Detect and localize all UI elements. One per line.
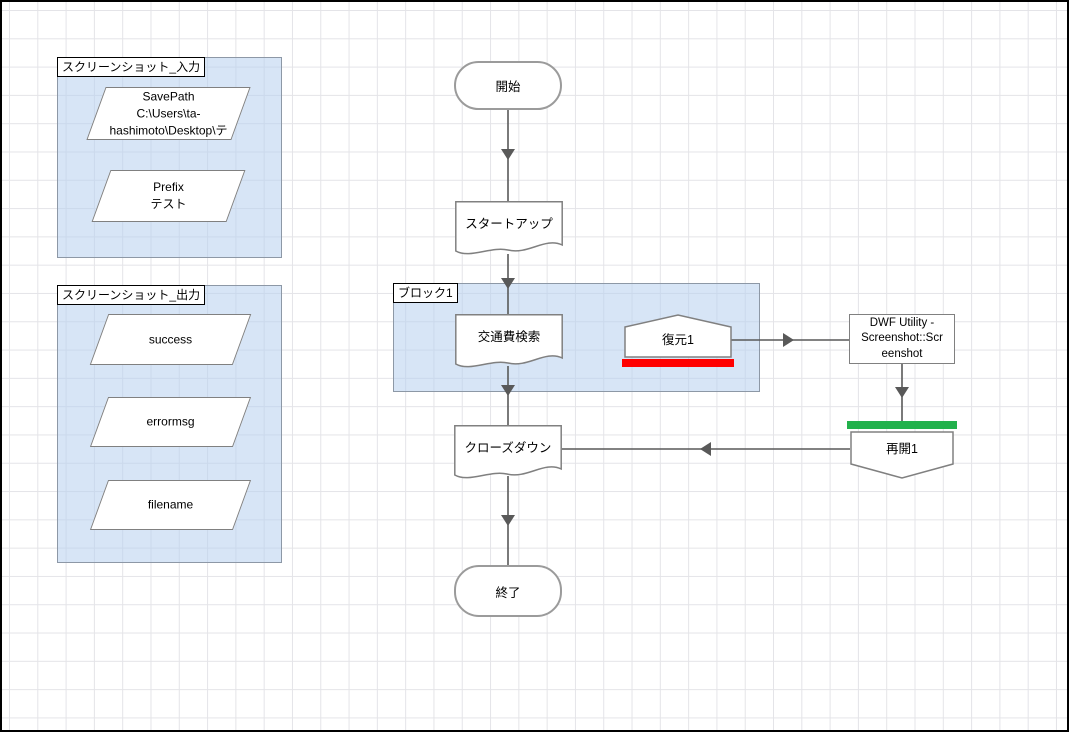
node-end-label: 終了 [495,585,521,600]
node-startup-label: スタートアップ [465,217,553,231]
node-search-label: 交通費検索 [477,330,541,344]
data-node-success[interactable]: success [89,314,252,365]
node-restore[interactable]: 復元1 [622,313,734,369]
arrowhead-down-icon [895,387,909,398]
data-node-prefix[interactable]: Prefix テスト [91,170,246,222]
arrowhead-left-icon [700,442,711,456]
data-node-success-label: success [149,331,192,348]
node-resume-label: 再開1 [886,442,918,456]
arrowhead-right-icon [783,333,794,347]
group-label-screenshot-input[interactable]: スクリーンショット_入力 [57,57,206,77]
node-start[interactable]: 開始 [454,61,562,110]
data-node-prefix-label: Prefix テスト [150,179,186,213]
dwf-line3: eenshot [881,347,923,360]
savepath-line2: C:\Users\ta- [136,106,201,120]
restore-point-shape [624,314,732,358]
node-search[interactable]: 交通費検索 [455,314,563,373]
resume-green-bar [847,421,957,429]
success-line1: success [148,332,193,346]
node-dwf-utility[interactable]: DWF Utility - Screenshot::Scr eenshot [849,314,955,364]
node-end[interactable]: 終了 [454,565,562,617]
dwf-line2: Screenshot::Scr [861,332,943,345]
data-node-filename[interactable]: filename [89,480,252,530]
arrowhead-down-icon [501,385,515,396]
group-label-block1[interactable]: ブロック1 [393,283,458,303]
node-closedown[interactable]: クローズダウン [454,425,562,484]
errormsg-line1: errormsg [146,414,195,429]
prefix-line2: テスト [150,197,187,211]
savepath-line1: SavePath [142,89,195,103]
node-resume[interactable]: 再開1 [847,419,957,481]
filename-line1: filename [147,497,194,512]
data-node-filename-label: filename [148,497,193,514]
data-node-savepath-label: SavePath C:\Users\ta- hashimoto\Desktop\… [109,88,227,139]
data-node-savepath[interactable]: SavePath C:\Users\ta- hashimoto\Desktop\… [86,87,251,140]
document-shape [455,201,563,255]
prefix-line1: Prefix [153,180,184,194]
arrowhead-down-icon [501,278,515,289]
group-label-screenshot-output[interactable]: スクリーンショット_出力 [57,285,206,305]
restore-red-bar [622,359,734,367]
arrowhead-down-icon [501,515,515,526]
savepath-line3: hashimoto\Desktop\テ [109,123,228,137]
arrowhead-down-icon [501,149,515,160]
document-shape [454,425,562,479]
data-node-errormsg[interactable]: errormsg [89,397,252,447]
dwf-line1: DWF Utility - [869,316,935,329]
node-closedown-label: クローズダウン [464,441,552,455]
node-restore-label: 復元1 [662,333,694,347]
data-node-errormsg-label: errormsg [146,414,194,431]
document-shape [455,314,563,368]
node-startup[interactable]: スタートアップ [455,201,563,260]
node-start-label: 開始 [495,80,521,94]
resume-point-shape [850,431,954,479]
